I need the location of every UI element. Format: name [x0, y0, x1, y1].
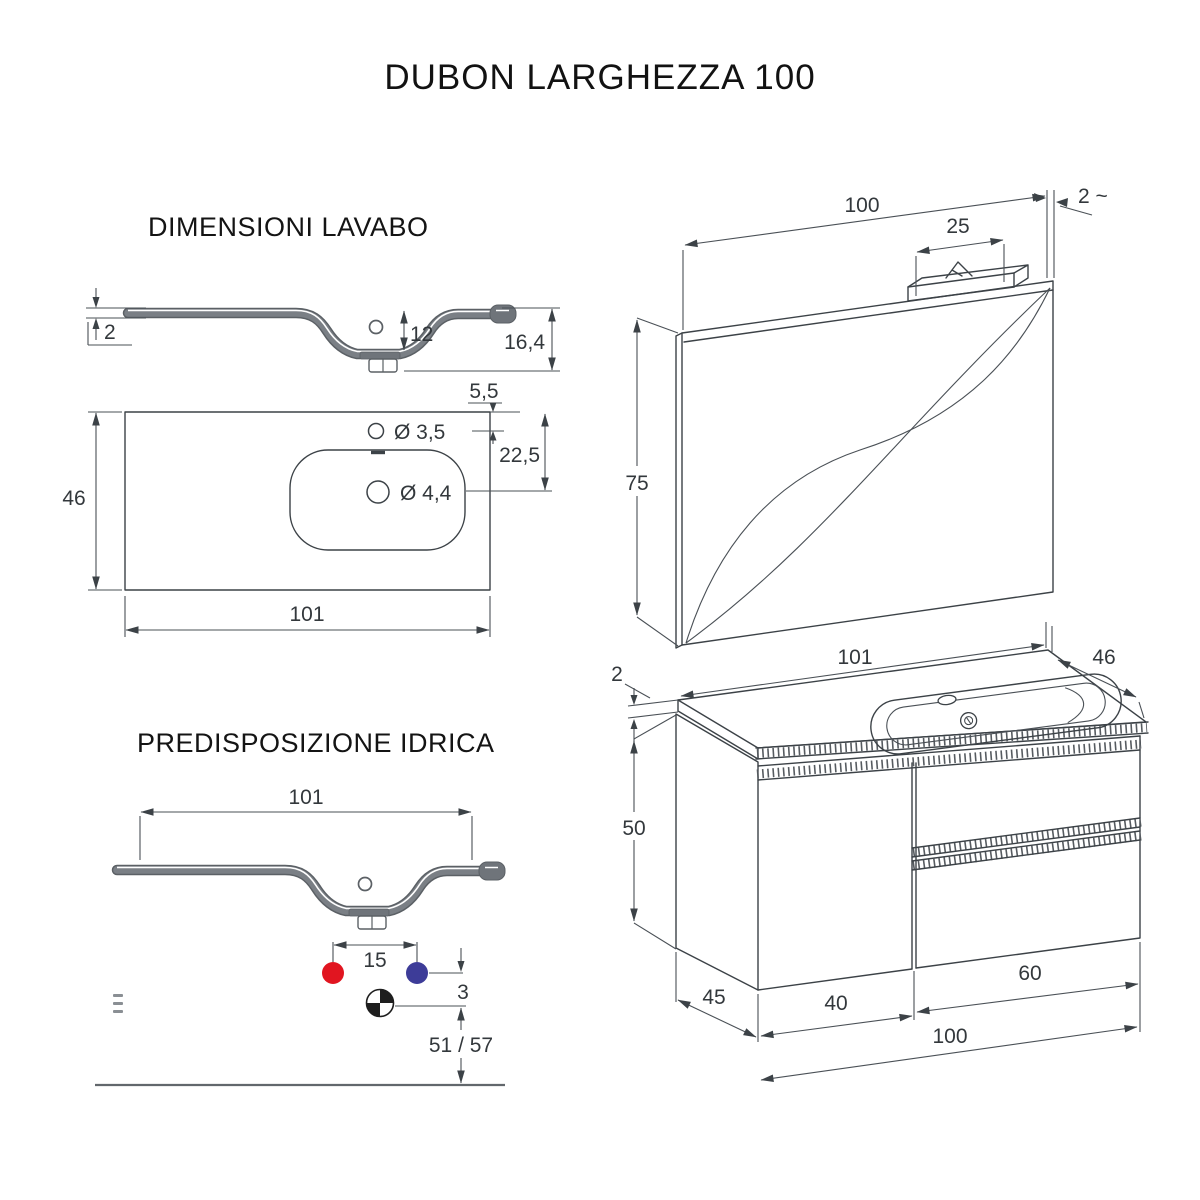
dim-floor-height-label: 51 / 57 [429, 1034, 493, 1057]
dim-cabinet-base-depth-label: 45 [702, 986, 725, 1009]
wall-break-marks [113, 994, 123, 1013]
cabinet-view: 101 46 2 50 45 40 [611, 622, 1149, 1083]
mirror-wave-curve-1 [685, 287, 1051, 644]
mirror-lamp [907, 261, 1029, 302]
mirror-panel [681, 280, 1054, 646]
dim-outlet-spacing-label: 15 [363, 949, 386, 972]
dim-cabinet-top-width-label: 101 [837, 646, 872, 669]
idrica-view: 101 15 3 51 / 57 [95, 786, 505, 1087]
dim-profile-bowl-depth-label: 12 [410, 323, 433, 346]
mirror-wave-curve-2 [685, 287, 1051, 644]
dim-cabinet-total-width-label: 100 [932, 1025, 967, 1048]
page-title: DUBON LARGHEZZA 100 [384, 58, 816, 97]
dim-top-depth-label: 46 [62, 487, 85, 510]
drain-outlet-symbol [365, 988, 395, 1018]
dim-cabinet-door-width-label: 40 [824, 992, 847, 1015]
dim-top-width-label: 101 [289, 603, 324, 626]
dim-profile-thickness-label: 2 [104, 321, 116, 344]
dim-profile-total-height-label: 16,4 [504, 331, 545, 354]
cabinet-side-panel [675, 713, 759, 991]
dim-cabinet-drawer-width-label: 60 [1018, 962, 1041, 985]
section-heading-idrica: PREDISPOSIZIONE IDRICA [137, 728, 495, 758]
dim-drain-hole-label: Ø 4,4 [400, 482, 452, 505]
section-heading-lavabo: DIMENSIONI LAVABO [148, 212, 429, 242]
cabinet-basin [870, 673, 1122, 755]
hot-water-outlet [322, 962, 344, 984]
mirror-view: 100 25 2 ~ 75 [618, 185, 1108, 649]
dim-mirror-height-label: 75 [625, 472, 648, 495]
dim-cabinet-top-thickness-label: 2 [611, 663, 623, 686]
dim-cabinet-top-depth-label: 46 [1092, 646, 1115, 669]
cold-water-outlet [406, 962, 428, 984]
dim-drain-drop-label: 3 [457, 981, 469, 1004]
dim-mirror-thickness-label: 2 ~ [1078, 185, 1108, 208]
lavabo-profile-view: 2 12 16,4 [86, 288, 560, 372]
cabinet-countertop [677, 649, 1147, 749]
dim-mirror-width-label: 100 [844, 194, 879, 217]
cabinet-front [757, 735, 1141, 991]
cabinet-door-divider [911, 762, 917, 970]
cabinet-tap-hole [937, 694, 957, 706]
dim-edge-offset-label: 5,5 [469, 380, 498, 403]
dim-cabinet-height-label: 50 [622, 817, 645, 840]
dim-drain-offset-label: 22,5 [499, 444, 540, 467]
lavabo-top-view: Ø 3,5 Ø 4,4 46 101 5,5 22,5 [62, 380, 552, 637]
dim-mirror-lamp-width-label: 25 [946, 215, 969, 238]
dim-tap-hole-label: Ø 3,5 [394, 421, 445, 444]
dim-idrica-width-label: 101 [288, 786, 323, 809]
